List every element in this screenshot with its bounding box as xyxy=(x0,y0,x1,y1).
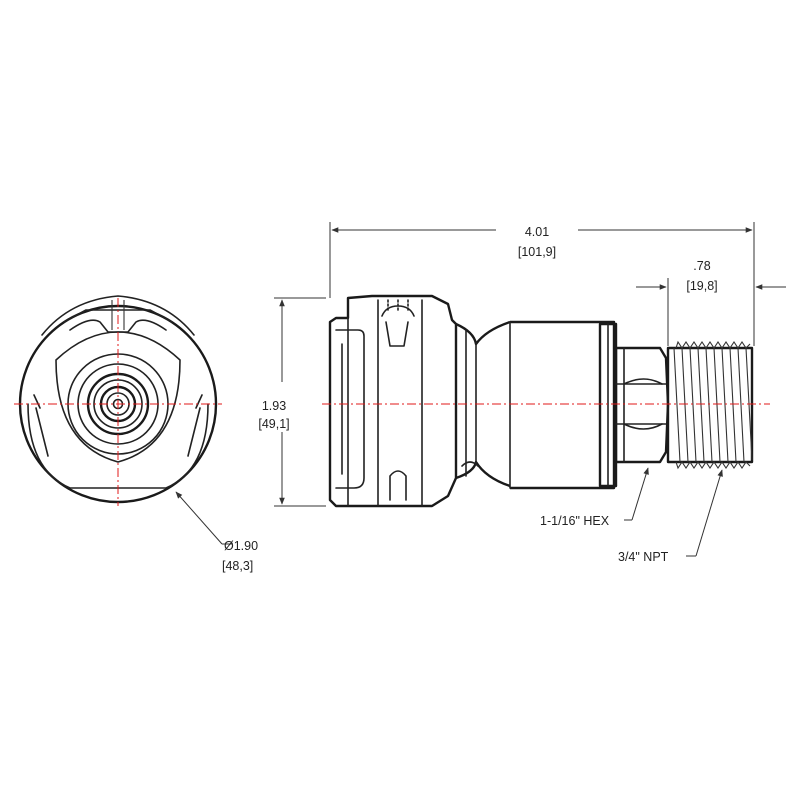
overall-length-metric: [101,9] xyxy=(518,245,556,259)
npt-thread xyxy=(666,346,754,464)
thread-length-dimension xyxy=(636,278,786,346)
npt-callout: 3/4" NPT xyxy=(618,550,669,564)
height-metric: [49,1] xyxy=(258,417,289,431)
neck-upper xyxy=(455,320,511,346)
overall-length-label: 4.01 xyxy=(525,225,549,239)
end-view-top-lip xyxy=(41,295,195,336)
thread-length-label: .78 xyxy=(693,259,710,273)
diameter-label: Ø1.90 xyxy=(224,539,258,553)
main-body xyxy=(510,320,616,490)
thread-length-metric: [19,8] xyxy=(686,279,717,293)
diameter-leader xyxy=(175,491,232,545)
end-view-side-slots xyxy=(33,394,203,409)
side-view xyxy=(322,294,770,508)
height-dimension xyxy=(274,297,326,507)
diameter-metric-label: [48,3] xyxy=(222,559,253,573)
hex-callout: 1-1/16" HEX xyxy=(540,514,610,528)
overall-length-dimension xyxy=(329,222,755,346)
npt-leader xyxy=(686,469,723,557)
neck-lower xyxy=(455,460,511,488)
end-view-cavity xyxy=(55,331,181,463)
hex-leader xyxy=(624,467,649,521)
height-label: 1.93 xyxy=(262,399,286,413)
socket-housing xyxy=(328,294,458,508)
end-view xyxy=(14,295,222,506)
